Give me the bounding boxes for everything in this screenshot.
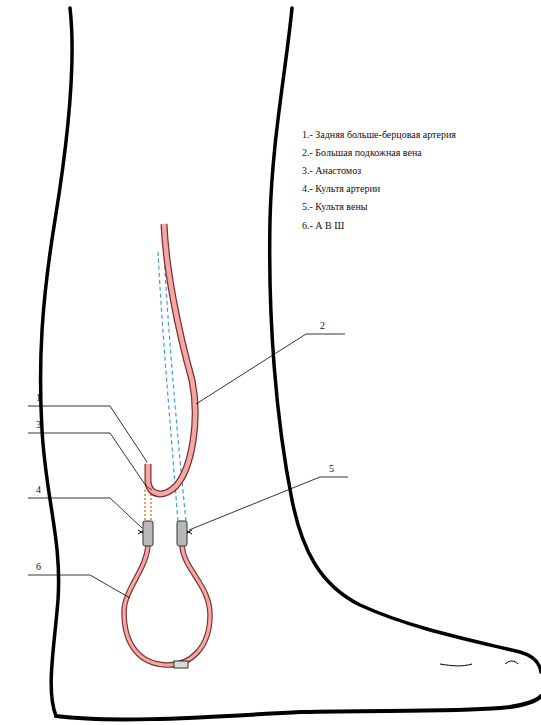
saphenous-vein — [148, 224, 195, 494]
saphenous-vein — [148, 224, 195, 494]
callout-number: 3 — [36, 420, 41, 430]
legend-line: 2.- Большая подкожная вена — [302, 148, 422, 158]
legend-line: 4.- Культя артерии — [302, 184, 380, 194]
ligature — [138, 530, 192, 534]
legend-line: 3.- Анастомоз — [302, 166, 361, 176]
vein-stump — [177, 521, 187, 546]
callout-number: 5 — [329, 464, 334, 474]
leader-line — [28, 406, 147, 462]
leader-line — [28, 433, 146, 486]
toe-lines — [440, 661, 518, 666]
callout-number: 6 — [36, 562, 41, 572]
leader-line — [196, 334, 345, 404]
shunt-connector — [174, 661, 188, 668]
leader-line — [189, 477, 348, 530]
callout-number: 4 — [36, 485, 41, 495]
anastomosis — [146, 486, 152, 490]
legend-line: 1.- Задняя больше-берцовая артерия — [302, 130, 456, 140]
leg-outline — [41, 8, 73, 716]
callout-number: 1 — [36, 393, 41, 403]
artery-gap — [145, 490, 151, 520]
leg-outline — [270, 8, 541, 672]
legend-line: 5.- Культя вены — [302, 202, 368, 212]
leader-line — [28, 498, 142, 528]
foot-sole — [56, 696, 541, 719]
callout-number: 2 — [320, 321, 325, 331]
artery-stump — [143, 521, 153, 546]
legend-line: 6.- А В Ш — [302, 221, 344, 231]
leader-line — [28, 575, 130, 598]
av-shunt — [124, 546, 210, 665]
av-shunt — [124, 546, 210, 665]
